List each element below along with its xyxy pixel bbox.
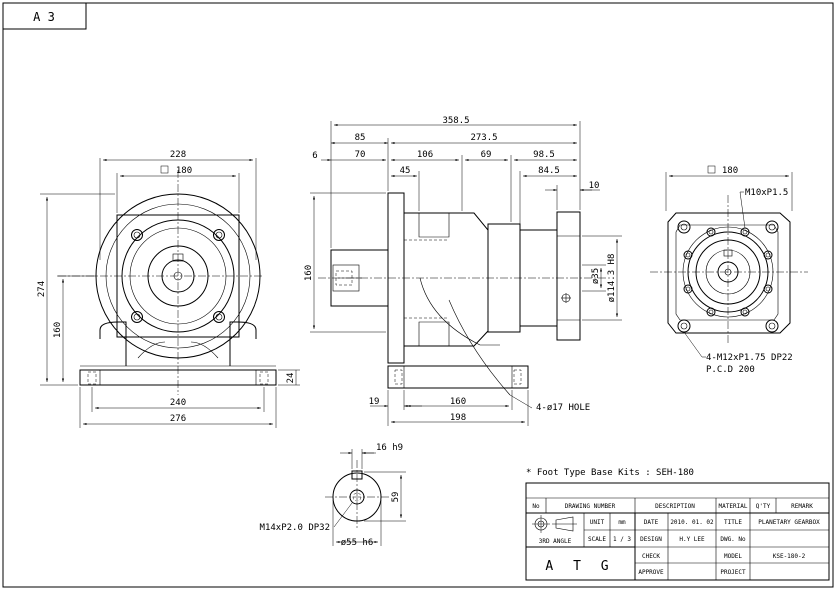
title-label: TITLE: [724, 519, 742, 526]
end-pcd-label: P.C.D 200: [706, 365, 755, 375]
sheet-size-label: A 3: [33, 10, 55, 24]
scale-value: 1 / 3: [613, 536, 631, 543]
scale-label: SCALE: [588, 536, 606, 543]
side-d106-label: 106: [417, 150, 433, 160]
tap-hole: [763, 284, 773, 294]
tap-hole: [740, 227, 750, 237]
side-foot-span-label: 160: [450, 397, 466, 407]
front-base-span-label: 240: [170, 398, 186, 408]
side-height-label: 160: [304, 265, 314, 281]
front-base-total-label: 276: [170, 414, 186, 424]
side-pilot-label: ø114.3 H8: [607, 254, 617, 303]
check-label: CHECK: [642, 553, 660, 560]
model-label: MODEL: [724, 553, 742, 560]
side-d98-5-label: 98.5: [533, 150, 555, 160]
shaft-detail: 16 h9 59 ø55 h6 M14xP2.0 DP32: [260, 443, 406, 548]
side-d6-label: 6: [312, 151, 317, 161]
end-tap-label: M10xP1.5: [745, 188, 788, 198]
title-value: PLANETARY GEARBOX: [758, 519, 820, 526]
side-d69-label: 69: [481, 150, 492, 160]
bolt-hole: [677, 319, 691, 333]
front-view: 228 180 274 160 24 240 276: [37, 150, 300, 428]
model-value: KSE-180-2: [773, 553, 806, 560]
th-material: MATERIAL: [719, 503, 748, 510]
bolt-hole: [677, 220, 691, 234]
shaft-tap-label: M14xP2.0 DP32: [260, 523, 330, 533]
front-base-thick-label: 24: [286, 373, 296, 384]
side-view: 358.5 85 273.5 6 70 106 69 98.5 84.5 45 …: [304, 116, 622, 426]
project-label: PROJECT: [720, 569, 746, 576]
approve-label: APPROVE: [638, 569, 664, 576]
square-symbol: [707, 165, 716, 174]
front-axis-height-label: 160: [53, 322, 63, 338]
tap-hole: [683, 284, 693, 294]
dwg-label: DWG. No: [720, 536, 746, 543]
square-symbol: [160, 165, 169, 174]
th-description: DESCRIPTION: [655, 503, 695, 510]
side-d84-5-label: 84.5: [538, 166, 560, 176]
unit-label: UNIT: [590, 519, 605, 526]
side-shaft-label: ø35: [591, 268, 601, 284]
side-foot-offset-label: 19: [369, 397, 380, 407]
bolt-hole: [213, 229, 225, 241]
end-bolt-label: 4-M12xP1.75 DP22: [706, 353, 793, 363]
tap-hole: [740, 307, 750, 317]
foot-kit-note: * Foot Type Base Kits : SEH-180: [526, 468, 694, 478]
shaft-dia-label: ø55 h6: [341, 538, 374, 548]
tap-hole: [706, 307, 716, 317]
projection-label: 3RD ANGLE: [539, 538, 572, 545]
front-width-label: 228: [170, 150, 186, 160]
front-square-label: 180: [176, 166, 192, 176]
bolt-hole: [765, 319, 779, 333]
side-hole-label: 4-ø17 HOLE: [536, 403, 590, 413]
projection-symbol: [532, 515, 577, 533]
tap-hole: [706, 227, 716, 237]
bolt-hole: [765, 220, 779, 234]
design-value: H.Y LEE: [679, 536, 705, 543]
tap-hole: [683, 250, 693, 260]
side-motor-flange-label: 85: [355, 133, 366, 143]
design-label: DESIGN: [640, 536, 662, 543]
side-d70-label: 70: [355, 150, 366, 160]
end-square-label: 180: [722, 166, 738, 176]
unit-value: mm: [618, 519, 626, 526]
company-logo: A T G: [545, 559, 614, 574]
date-value: 2010. 01. 02: [670, 519, 714, 526]
th-remark: REMARK: [791, 503, 813, 510]
date-label: DATE: [644, 519, 659, 526]
title-block: No DRAWING NUMBER DESCRIPTION MATERIAL Q…: [525, 482, 830, 581]
front-height-label: 274: [37, 281, 47, 297]
shaft-height-label: 59: [391, 492, 401, 503]
side-foot-total-label: 198: [450, 413, 466, 423]
side-total-label: 358.5: [442, 116, 469, 126]
th-drawing-number: DRAWING NUMBER: [565, 503, 616, 510]
shaft-key-label: 16 h9: [376, 443, 403, 453]
sheet-size-box: A 3: [2, 2, 87, 30]
side-d10-label: 10: [589, 181, 600, 191]
bolt-hole: [213, 311, 225, 323]
th-no: No: [532, 503, 540, 510]
side-d45-label: 45: [400, 166, 411, 176]
th-qty: Q'TY: [756, 503, 771, 510]
bolt-hole: [131, 311, 143, 323]
bolt-hole: [131, 229, 143, 241]
side-body-label: 273.5: [470, 133, 497, 143]
end-view: 180 M10xP1.5 4-M12xP1.75 DP22 P.C.D 200: [650, 165, 808, 375]
tap-hole: [763, 250, 773, 260]
